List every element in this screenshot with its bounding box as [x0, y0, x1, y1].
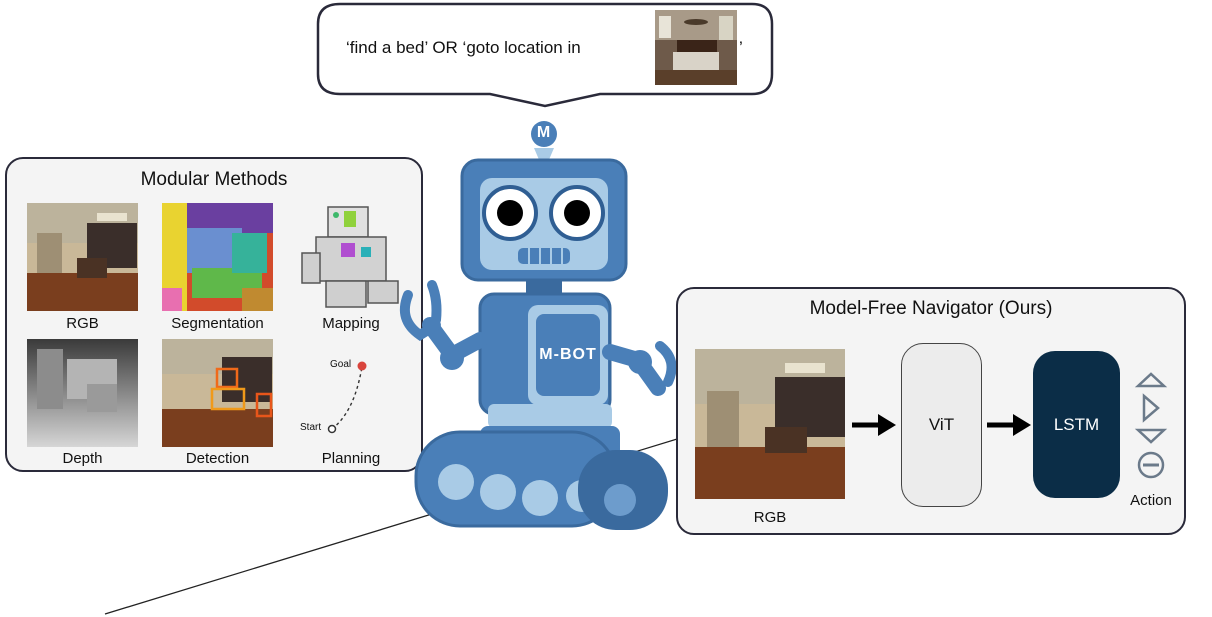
action-icons [1134, 372, 1168, 479]
action-label: Action [1130, 492, 1172, 509]
modular-rgb-label: RGB [66, 315, 99, 332]
antenna-ball [531, 121, 557, 147]
detection-label: Detection [185, 450, 250, 467]
bubble-text-before: ‘find a bed’ OR ‘goto location in [346, 38, 581, 57]
planning-diagram [296, 339, 406, 447]
planning-start-label: Start [300, 422, 322, 433]
segmentation-image [162, 203, 273, 311]
stop-icon [1137, 451, 1165, 479]
planning-label: Planning [321, 450, 381, 467]
detection-image [162, 339, 273, 447]
planning-goal-label: Goal [330, 359, 352, 370]
robot-illustration [400, 121, 677, 530]
arrow-vit-to-lstm [987, 414, 1031, 436]
depth-label: Depth [62, 450, 103, 467]
start-marker [327, 424, 337, 434]
robot-antenna-letter: M [536, 124, 552, 141]
navigator-rgb-label: RGB [753, 509, 787, 526]
forward-arrow-icon [1134, 372, 1168, 388]
vit-block: ViT [901, 343, 982, 507]
arrow-rgb-to-vit [852, 414, 896, 436]
modular-rgb-image [27, 203, 138, 311]
mapping-image [296, 203, 406, 311]
mapping-label: Mapping [322, 315, 380, 332]
segmentation-label: Segmentation [171, 315, 264, 332]
turn-left-icon [1134, 428, 1168, 444]
robot-chest-label: M-BOT [539, 346, 597, 363]
bubble-text-after: ’ [739, 38, 743, 57]
bedroom-image [655, 10, 737, 85]
modular-methods-title: Modular Methods [140, 169, 288, 190]
navigator-title: Model-Free Navigator (Ours) [809, 298, 1053, 319]
depth-image [27, 339, 138, 447]
lstm-block: LSTM [1033, 351, 1120, 498]
navigator-rgb-image [695, 349, 845, 499]
goal-marker [357, 361, 367, 371]
turn-right-icon [1142, 393, 1160, 423]
